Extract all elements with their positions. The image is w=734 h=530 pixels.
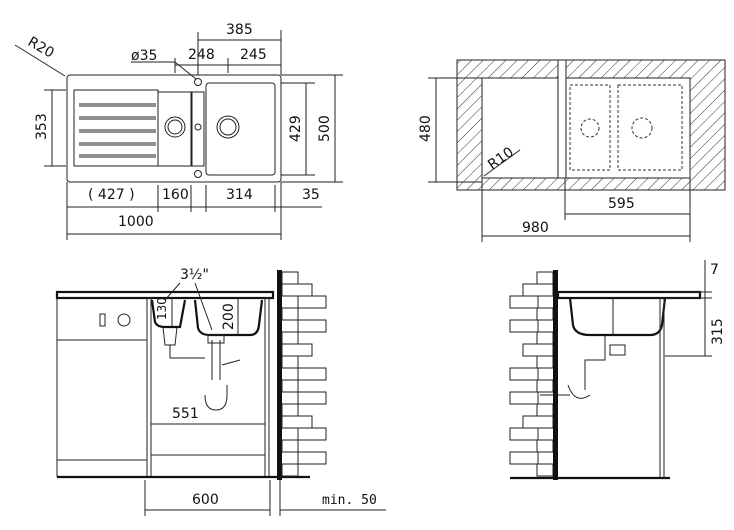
dim-980: 980 bbox=[522, 220, 549, 236]
radius-r20-label: R20 bbox=[25, 34, 57, 62]
sink-bowls-section bbox=[150, 299, 264, 337]
sink-outline bbox=[66, 74, 282, 183]
dim-427: ( 427 ) bbox=[88, 187, 135, 203]
cabinet-wall-left bbox=[146, 297, 152, 478]
dim-315: 315 bbox=[710, 318, 726, 345]
wall bbox=[277, 270, 282, 480]
large-bowl bbox=[205, 82, 276, 176]
drain-pipe-side bbox=[584, 335, 626, 390]
siphon-trap bbox=[204, 340, 228, 411]
drainer-grooves bbox=[79, 103, 156, 158]
tap-hole-diameter-label: ø35 bbox=[131, 48, 157, 64]
large-bowl-outline bbox=[617, 84, 683, 171]
dim-1000: 1000 bbox=[118, 214, 154, 230]
dim-200: 200 bbox=[221, 303, 237, 330]
countertop-side bbox=[556, 290, 702, 300]
dim-600: 600 bbox=[192, 492, 219, 508]
brick-wall-right bbox=[281, 271, 327, 477]
dim-min-50: min. 50 bbox=[322, 493, 377, 508]
dim-35: 35 bbox=[302, 187, 320, 203]
dim-551: 551 bbox=[172, 406, 199, 422]
dim-353: 353 bbox=[34, 113, 50, 140]
small-bowl-outline bbox=[569, 84, 611, 171]
side-section-view: 7 315 bbox=[509, 260, 726, 480]
dishwasher-display-icon bbox=[99, 313, 106, 327]
appliance-inlet bbox=[221, 359, 241, 366]
dim-429: 429 bbox=[288, 115, 304, 142]
dim-3-half-inch: 3½" bbox=[180, 267, 209, 283]
small-bowl bbox=[157, 91, 192, 167]
dim-480: 480 bbox=[418, 115, 434, 142]
siphon-side bbox=[540, 384, 591, 399]
countertop bbox=[55, 290, 275, 300]
dim-595: 595 bbox=[608, 196, 635, 212]
tap-hole-icon bbox=[194, 78, 202, 86]
dim-245: 245 bbox=[240, 47, 267, 63]
cutout-view: 480 R10 595 980 bbox=[418, 59, 726, 242]
front-section-view: 3½" 130 200 551 600 min. 50 bbox=[55, 267, 386, 516]
dim-385: 385 bbox=[226, 22, 253, 38]
small-bowl-drain-icon bbox=[164, 116, 186, 138]
overflow-channel bbox=[191, 91, 205, 167]
dishwasher-knob-icon bbox=[117, 313, 131, 327]
dim-248: 248 bbox=[188, 47, 215, 63]
cabinet-wall-right bbox=[264, 297, 270, 478]
dim-160: 160 bbox=[162, 187, 189, 203]
overflow-icon bbox=[194, 123, 202, 131]
dim-7: 7 bbox=[710, 262, 719, 278]
dim-314: 314 bbox=[226, 187, 253, 203]
tap-hole-icon bbox=[194, 170, 202, 178]
brick-wall-left bbox=[509, 271, 554, 477]
dim-130: 130 bbox=[155, 297, 169, 320]
large-bowl-drain-icon bbox=[216, 115, 240, 139]
drain-pipe bbox=[162, 326, 205, 359]
sink-bowl-side bbox=[568, 297, 667, 337]
dim-500: 500 bbox=[317, 115, 333, 142]
sink-top-view: R20 ø35 385 248 245 353 429 500 ( 427 ) … bbox=[14, 22, 343, 240]
